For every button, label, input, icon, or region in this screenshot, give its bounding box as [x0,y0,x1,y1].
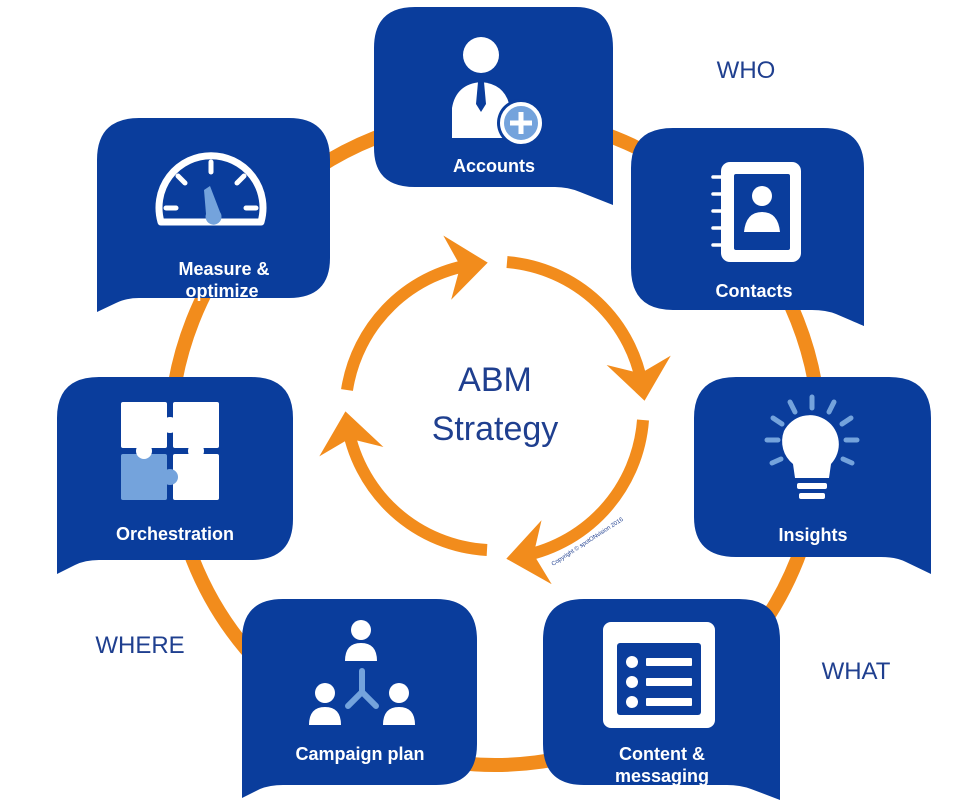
region-what: WHAT [822,658,891,685]
node-label-accounts: Accounts [453,156,535,176]
node-label-orchestration: Orchestration [116,524,234,544]
node-label-insights: Insights [778,525,847,545]
puzzle-icon [121,402,219,500]
node-measure: Measure & optimize [97,118,330,312]
speedometer-icon [155,152,267,226]
node-label-contacts: Contacts [715,281,792,301]
lightbulb-icon [764,394,860,499]
node-label-content-line1: Content & [619,744,705,764]
region-who: WHO [717,57,776,84]
region-where: WHERE [95,632,184,659]
account-add-icon [452,37,545,147]
center-subtitle: Strategy [432,410,559,448]
node-content: Content & messaging [543,599,780,800]
cycle-arrow [319,411,488,556]
node-label-content-line2: messaging [615,766,709,786]
cycle-arrows [319,235,671,585]
node-insights: Insights [694,377,931,574]
node-accounts: Accounts [374,7,613,205]
node-label-measure-line2: optimize [185,281,258,301]
cycle-arrow [341,235,488,391]
address-book-icon [711,162,801,262]
cycle-arrow [506,419,649,585]
node-label-measure-line1: Measure & [178,259,269,279]
center-title: ABM [458,361,532,399]
list-document-icon [603,622,715,728]
node-contacts: Contacts [631,128,864,326]
node-label-campaign: Campaign plan [295,744,424,764]
cycle-arrow [506,256,671,401]
node-campaign: Campaign plan [242,599,477,798]
node-orchestration: Orchestration [57,377,293,574]
org-network-icon [309,620,415,725]
